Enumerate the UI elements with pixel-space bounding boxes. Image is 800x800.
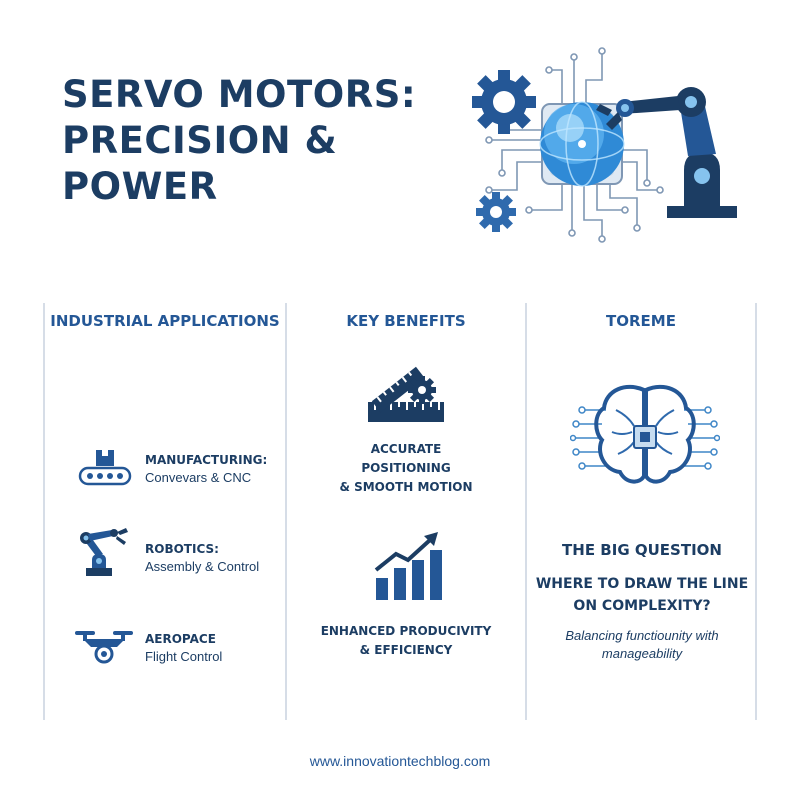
benefit-line: ACCURATE <box>370 442 442 456</box>
conveyor-icon <box>78 450 132 486</box>
title-line-1: SERVO MOTORS: <box>62 73 417 116</box>
benefits-heading: KEY BENEFITS <box>346 312 466 330</box>
big-question-label: THE BIG QUESTION <box>562 541 722 559</box>
question-line-1: WHERE TO DRAW THE LINE <box>535 576 749 592</box>
benefit-line: POSITIONING <box>361 461 451 475</box>
column-divider-1 <box>43 303 45 720</box>
benefit-productivity: ENHANCED PRODUCIVITY & EFFICIENCY <box>287 622 525 660</box>
applications-heading: INDUSTRIAL APPLICATIONS <box>50 312 280 330</box>
gear-icon <box>472 70 536 134</box>
benefit-line: & EFFICIENCY <box>359 643 453 657</box>
application-subtitle: Convevars & CNC <box>145 470 252 485</box>
application-title: AEROPACE <box>145 632 216 646</box>
ruler-gear-icon <box>368 366 444 422</box>
application-manufacturing: MANUFACTURING: Convevars & CNC <box>145 451 267 487</box>
application-subtitle: Flight Control <box>145 649 223 664</box>
column-divider-3 <box>525 303 527 720</box>
question-note: Balancing functiounity with manageabilit… <box>528 627 756 663</box>
hero-illustration <box>472 47 737 243</box>
application-title: ROBOTICS: <box>145 542 219 556</box>
question-line-2: ON COMPLEXITY? <box>573 598 711 614</box>
circuit-traces <box>485 47 664 243</box>
small-gear-icon <box>476 192 516 232</box>
column-divider-2 <box>285 303 287 720</box>
application-aerospace: AEROPACE Flight Control <box>145 630 222 666</box>
benefit-line: ENHANCED PRODUCIVITY <box>320 624 492 638</box>
question-column-heading: TOREME <box>606 312 676 330</box>
robotic-arm-icon <box>596 87 737 218</box>
page-title: SERVO MOTORS: PRECISION & POWER <box>62 72 462 210</box>
application-title: MANUFACTURING: <box>145 453 268 467</box>
growth-chart-icon <box>374 532 442 600</box>
benefit-accuracy: ACCURATE POSITIONING & SMOOTH MOTION <box>287 440 525 497</box>
drone-icon <box>75 631 133 664</box>
robotic-arm-icon <box>80 528 128 576</box>
footer-url[interactable]: www.innovationtechblog.com <box>309 753 491 769</box>
application-subtitle: Assembly & Control <box>145 559 260 574</box>
benefit-line: & SMOOTH MOTION <box>339 480 473 494</box>
application-robotics: ROBOTICS: Assembly & Control <box>145 540 259 576</box>
column-divider-4 <box>755 303 757 720</box>
note-line-2: manageability <box>601 646 683 661</box>
title-line-2: PRECISION & POWER <box>62 119 338 208</box>
globe-icon <box>539 101 625 187</box>
circuit-brain-icon <box>570 384 720 484</box>
note-line-1: Balancing functiounity with <box>565 628 719 643</box>
